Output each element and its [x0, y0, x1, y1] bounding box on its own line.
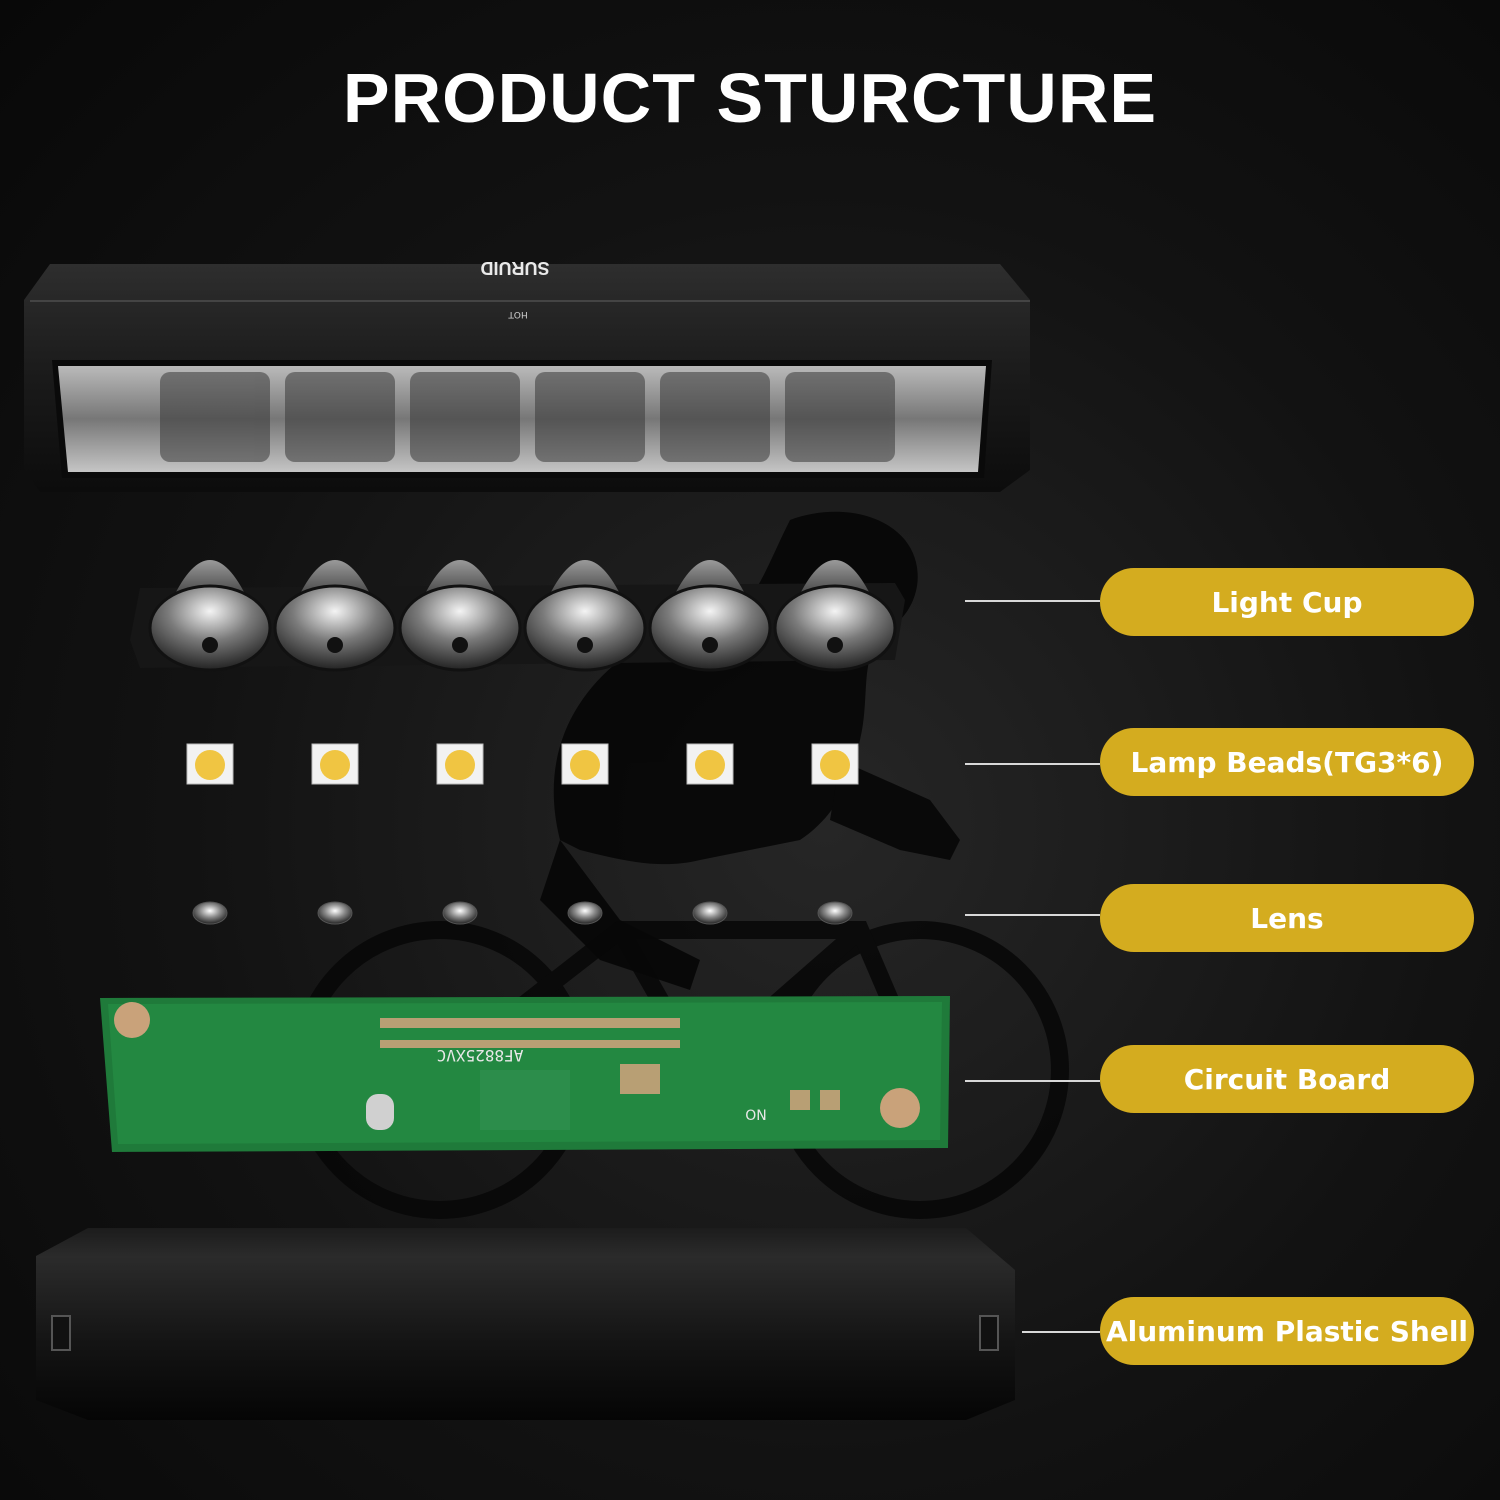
light-cup-assembly: [130, 560, 905, 672]
light-cup-icon: [398, 560, 522, 672]
lamp-bead-icon: [186, 743, 234, 785]
leader-line-lamp-beads: [965, 763, 1100, 765]
leader-line-light-cup: [965, 600, 1100, 602]
lens-row: [192, 901, 853, 925]
lens-icon: [567, 901, 603, 925]
brand-mark: SURUID: [480, 258, 549, 278]
lens-icon: [192, 901, 228, 925]
pcb-marking: AF8825XVC: [437, 1046, 524, 1065]
label-circuit-board: Circuit Board: [1100, 1045, 1474, 1113]
lens-icon: [817, 901, 853, 925]
lamp-bead-icon: [436, 743, 484, 785]
lamp-bead-icon: [811, 743, 859, 785]
light-cup-icon: [773, 560, 897, 672]
lens-icon: [692, 901, 728, 925]
lens-icon: [317, 901, 353, 925]
lamp-bead-icon: [686, 743, 734, 785]
lamp-bead-icon: [311, 743, 359, 785]
headlight-housing: [24, 264, 1030, 492]
leader-line-lens: [965, 914, 1100, 916]
lens-icon: [442, 901, 478, 925]
light-cup-icon: [648, 560, 772, 672]
light-cup-row: [148, 560, 897, 672]
cert-mark: HOT: [508, 309, 528, 319]
pcb-arrow-text: ON: [745, 1108, 767, 1124]
label-lens: Lens: [1100, 884, 1474, 952]
label-lamp-beads: Lamp Beads(TG3*6): [1100, 728, 1474, 796]
light-cup-icon: [523, 560, 647, 672]
light-cup-icon: [148, 560, 272, 672]
light-cup-icon: [273, 560, 397, 672]
lamp-beads-row: [186, 743, 859, 785]
lamp-bead-icon: [561, 743, 609, 785]
leader-line-shell: [1022, 1331, 1100, 1333]
label-light-cup: Light Cup: [1100, 568, 1474, 636]
label-shell: Aluminum Plastic Shell: [1100, 1297, 1474, 1365]
aluminum-plastic-shell: [36, 1228, 1015, 1420]
circuit-board: [100, 996, 950, 1152]
page-title: PRODUCT STURCTURE: [342, 59, 1158, 137]
leader-line-circuit-board: [965, 1080, 1100, 1082]
